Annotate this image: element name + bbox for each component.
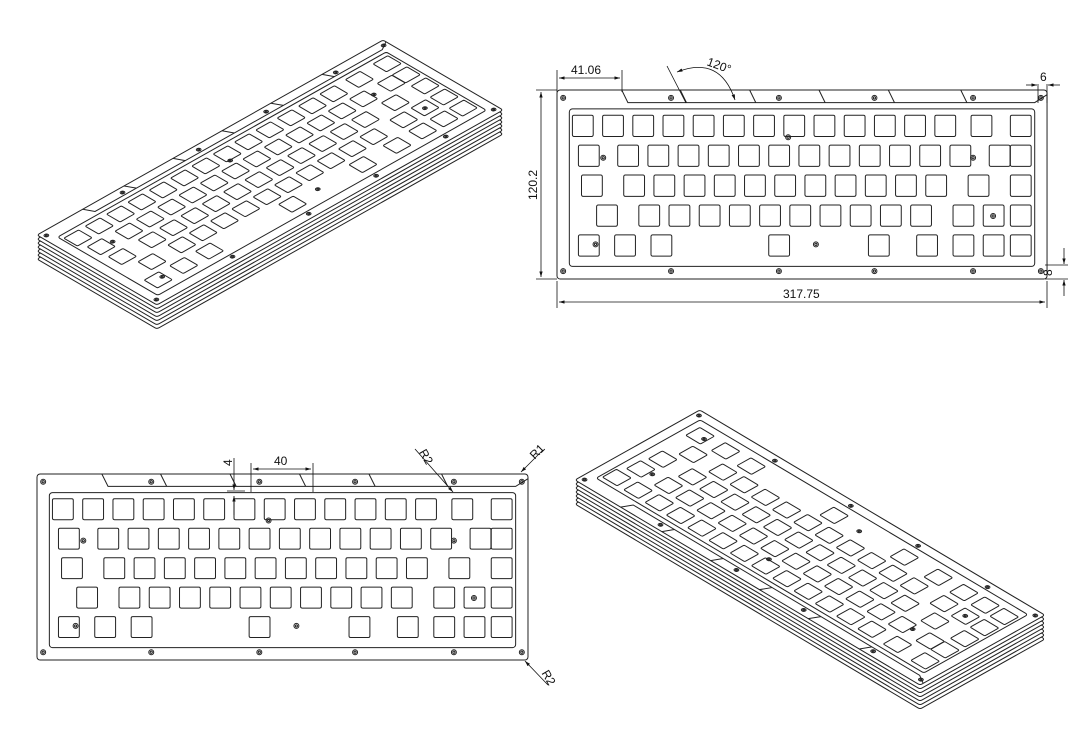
isometric-view-top-left	[36, 39, 504, 329]
dim-label-r1: R1	[527, 441, 548, 462]
dimension-radius-bottom: R2	[524, 660, 559, 688]
dimension-radius-inner: R2	[414, 447, 454, 493]
dim-label-r2-bottom: R2	[539, 667, 559, 688]
dimension-edge-offset: 6	[1026, 70, 1060, 103]
isometric-view-bottom-right	[574, 409, 1046, 709]
dim-label-40: 40	[274, 454, 288, 468]
dim-label-8: 8	[1041, 269, 1055, 276]
dim-label-120-2: 120.2	[526, 170, 540, 200]
front-view-top-right: 41.06 120° 6 120.2 8	[526, 55, 1068, 308]
dim-label-r2-top: R2	[416, 447, 436, 468]
dim-label-317-75: 317.75	[783, 287, 820, 301]
dimension-offset-width: 41.06	[556, 63, 623, 92]
dimension-bottom-margin: 8	[1041, 248, 1068, 296]
front-view-bottom-left: 4 40 R2 R1 R2	[36, 441, 559, 688]
dimension-radius-corner: R1	[520, 441, 548, 473]
dim-label-4: 4	[221, 459, 235, 466]
dimension-slot-width: 40	[250, 454, 314, 492]
dim-label-41-06: 41.06	[571, 63, 601, 77]
dim-label-angle: 120°	[705, 55, 733, 77]
dimension-total-width: 317.75	[556, 281, 1048, 308]
dimension-height: 120.2	[526, 89, 557, 280]
dimension-thickness: 4	[221, 458, 245, 515]
dim-label-6: 6	[1040, 70, 1047, 84]
